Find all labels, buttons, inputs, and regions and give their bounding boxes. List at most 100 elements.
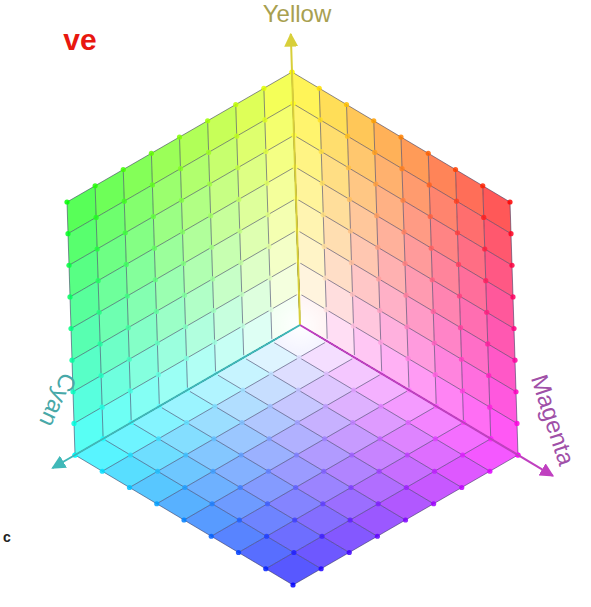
grid-dot [211,308,216,313]
grid-dot [457,293,462,298]
face-cell [319,88,347,136]
grid-dot [237,228,242,233]
grid-line [67,202,75,455]
grid-dot [405,452,410,457]
grid-dot [98,341,103,346]
grid-dot [433,372,438,377]
grid-dot [125,293,130,298]
grid-line [298,262,516,392]
grid-dot [123,230,128,235]
grid-dot [513,389,518,394]
grid-dot [297,355,302,360]
grid-dot [184,420,189,425]
grid-dot [321,212,326,217]
grid-dot [376,501,381,506]
face-cell [483,186,511,234]
grid-dot [180,229,185,234]
grid-dot [151,214,156,219]
grid-dot [263,149,268,154]
grid-dot [264,534,269,539]
grid-dot [127,485,132,490]
face-cell [264,72,293,120]
grid-dot [267,436,272,441]
grid-dot [455,230,460,235]
grid-dot [266,244,271,249]
grid-dot [322,436,327,441]
grid-dot [428,214,433,219]
grid-dot [372,150,377,155]
grid-dot [320,501,325,506]
grid-line [264,88,272,341]
grid-dot [209,534,214,539]
grid-dot [511,326,516,331]
grid-dot [460,388,465,393]
grid-line [123,170,131,423]
grid-dot [100,405,105,410]
grid-dot [430,277,435,282]
grid-dot [323,404,328,409]
grid-line [299,293,517,423]
grid-line [71,199,296,329]
grid-line [319,88,327,341]
grid-dot [69,358,74,363]
grid-dot [377,308,382,313]
grid-line [70,167,295,297]
grid-dot [265,501,270,506]
grid-dot [377,436,382,441]
grid-line [510,202,518,455]
grid-dot [481,215,486,220]
grid-dot [508,231,513,236]
grid-dot [268,404,273,409]
grid-line [428,153,436,406]
grid-line [456,170,464,423]
grid-dot [319,534,324,539]
grid-dot [375,245,380,250]
grid-dot [236,197,241,202]
grid-dot [210,501,215,506]
grid-dot [454,199,459,204]
grid-dot [459,485,464,490]
grid-line [272,341,490,471]
grid-dot [323,275,328,280]
grid-dot [268,371,273,376]
grid-dot [155,469,160,474]
grid-dot [347,197,352,202]
face-cell [292,72,320,120]
grid-line [188,390,406,520]
grid-dot [237,517,242,522]
grid-line [266,439,491,569]
grid-dot [67,294,72,299]
grid-dot [427,182,432,187]
grid-dot [401,229,406,234]
grid-dot [512,358,517,363]
axis-label: Yellow [263,0,332,28]
grid-line [374,121,382,374]
face-cell [180,121,209,169]
grid-dot [426,151,431,156]
grid-dot [507,199,512,204]
face-cell [208,105,237,153]
grid-dot [205,118,210,123]
grid-line [296,199,514,329]
grid-dot [458,325,463,330]
grid-line [216,374,434,504]
grid-dot [267,275,272,280]
grid-dot [374,213,379,218]
grid-dot [182,485,187,490]
grid-dot [432,340,437,345]
grid-dot [126,325,131,330]
grid-dot [68,326,73,331]
grid-line [95,186,103,439]
axis-arrow [291,34,300,325]
grid-line [103,439,321,569]
grid-dot [95,246,100,251]
face-cell [347,105,375,153]
grid-dot [210,469,215,474]
face-cell [428,153,456,201]
face-cell [123,153,152,201]
grid-line [208,121,216,374]
grid-dot [206,150,211,155]
grid-dot [290,582,295,587]
grid-line [293,455,518,585]
grid-line [483,186,491,439]
